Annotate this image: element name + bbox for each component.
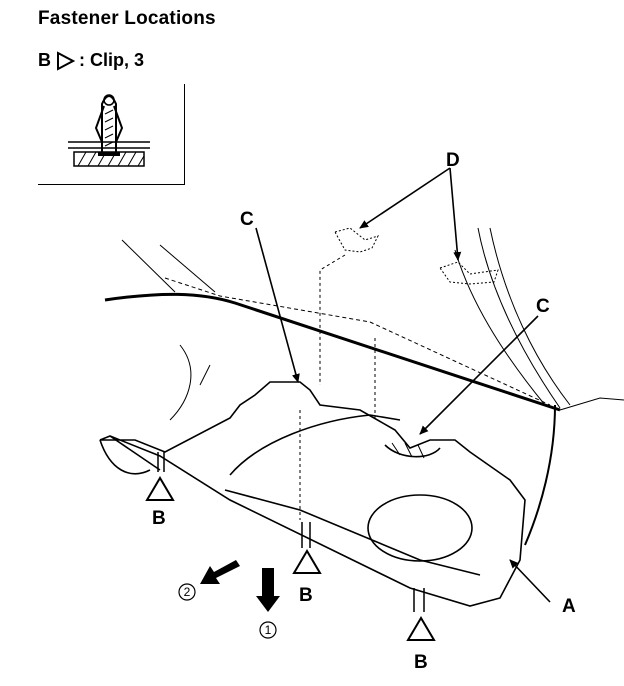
step-number-circle — [259, 621, 277, 639]
clip-b-markers — [145, 476, 436, 641]
triangle-outline-icon — [145, 476, 175, 501]
direction-arrows: 1 2 — [178, 560, 280, 639]
step-number-circle — [178, 583, 196, 601]
bold-arrow-icon — [200, 560, 240, 584]
callout-labels: C C D A B B B — [152, 150, 576, 673]
callout-label-d: D — [446, 150, 460, 171]
callout-label-a: A — [562, 596, 576, 617]
undercover-panel-a — [99, 381, 526, 607]
clip-legend: B : Clip, 3 — [38, 50, 144, 71]
triangle-outline-icon — [292, 549, 322, 574]
step-one-label: 1 — [265, 623, 272, 637]
callout-label-c1: C — [240, 209, 254, 230]
clip-d-outlines — [334, 227, 499, 285]
bold-arrow-icon — [256, 568, 280, 612]
clip-detail-inset — [38, 84, 185, 185]
callout-label-b2: B — [299, 585, 313, 606]
callout-label-b1: B — [152, 508, 166, 529]
dashed-leader-lines — [299, 254, 376, 520]
callout-arrows — [255, 167, 551, 603]
page-title: Fastener Locations — [38, 8, 216, 29]
legend-letter: B — [38, 50, 51, 70]
callout-label-b3: B — [414, 652, 428, 673]
callout-label-c2: C — [536, 296, 550, 317]
triangle-outline-icon — [406, 616, 436, 641]
clip-b-stems — [157, 452, 425, 612]
step-two-label: 2 — [184, 585, 191, 599]
triangle-outline-icon — [57, 50, 75, 71]
vehicle-body-outline — [104, 227, 624, 546]
legend-text: : Clip, 3 — [79, 50, 145, 70]
clip-cross-section-icon — [68, 94, 150, 167]
